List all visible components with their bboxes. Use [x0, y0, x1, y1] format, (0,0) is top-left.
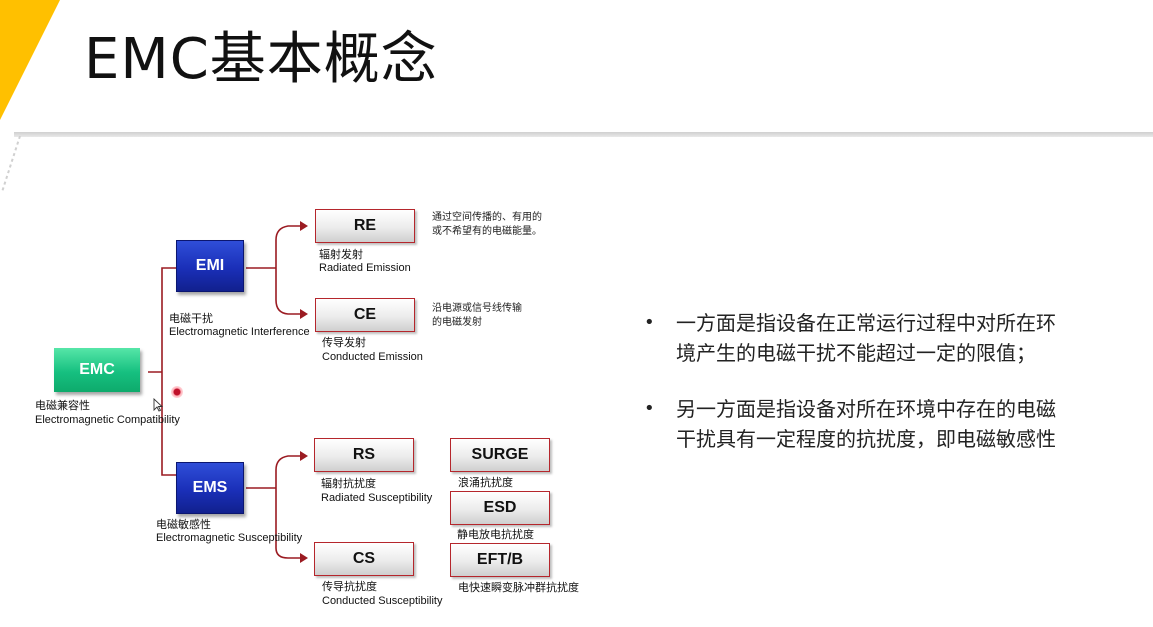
bullet-1-line-2: 境产生的电磁干扰不能超过一定的限值； — [676, 341, 1036, 365]
emc-node: EMC — [54, 348, 140, 392]
arrow-to-rs — [300, 451, 308, 461]
cursor-arrow-icon — [153, 398, 163, 412]
cs-node: CS — [314, 542, 414, 576]
ce-node: CE — [315, 298, 415, 332]
surge-label-zh: 浪涌抗扰度 — [458, 476, 513, 489]
bracket-ems — [246, 455, 300, 559]
esd-label-zh: 静电放电抗扰度 — [457, 528, 534, 541]
surge-node: SURGE — [450, 438, 550, 472]
bullet-1-line-1: 一方面是指设备在正常运行过程中对所在环 — [676, 311, 1056, 335]
cs-label-zh: 传导抗扰度 — [322, 580, 377, 593]
re-note-line-2: 或不希望有的电磁能量。 — [432, 226, 542, 237]
arrow-to-re — [300, 221, 308, 231]
ce-label-en: Conducted Emission — [322, 351, 423, 363]
bullet-2-line-1: 另一方面是指设备对所在环境中存在的电磁 — [676, 397, 1056, 421]
pointer-dot-icon — [171, 386, 183, 398]
emi-label-zh: 电磁干扰 — [169, 312, 213, 325]
re-note-line-1: 通过空间传播的、有用的 — [432, 212, 542, 223]
bullet-dot-icon: • — [644, 312, 655, 333]
bullet-dot-icon: • — [644, 398, 655, 419]
re-node: RE — [315, 209, 415, 243]
ems-node: EMS — [176, 462, 244, 514]
emc-label-zh: 电磁兼容性 — [35, 399, 90, 412]
esd-node: ESD — [450, 491, 550, 525]
rs-label-en: Radiated Susceptibility — [321, 492, 433, 504]
title-divider — [14, 132, 1153, 137]
connector-emc-emi-ems — [148, 267, 176, 476]
emi-node: EMI — [176, 240, 244, 292]
page-title: EMC基本概念 — [84, 27, 438, 92]
arrow-to-cs — [300, 553, 308, 563]
emc-label-en: Electromagnetic Compatibility — [35, 414, 180, 426]
ce-note-line-1: 沿电源或信号线传输 — [432, 303, 522, 314]
eftb-node: EFT/B — [450, 543, 550, 577]
emi-label-en: Electromagnetic Interference — [169, 326, 310, 338]
rs-label-zh: 辐射抗扰度 — [321, 477, 376, 490]
rs-node: RS — [314, 438, 414, 472]
divider-dash-decoration — [1, 135, 21, 193]
bullet-item: • 另一方面是指设备对所在环境中存在的电磁 干扰具有一定程度的抗扰度，即电磁敏感… — [644, 394, 1144, 454]
cs-label-en: Conducted Susceptibility — [322, 595, 443, 607]
accent-corner-shape — [0, 0, 60, 120]
ce-note-line-2: 的电磁发射 — [432, 317, 482, 328]
arrow-to-ce — [300, 309, 308, 319]
bullet-2-line-2: 干扰具有一定程度的抗扰度，即电磁敏感性 — [676, 427, 1056, 451]
eftb-label-zh: 电快速瞬变脉冲群抗扰度 — [458, 581, 579, 594]
bracket-emi — [246, 225, 300, 315]
re-label-zh: 辐射发射 — [319, 248, 363, 261]
ce-label-zh: 传导发射 — [322, 336, 366, 349]
ems-label-zh: 电磁敏感性 — [156, 518, 211, 531]
bullet-list: • 一方面是指设备在正常运行过程中对所在环 境产生的电磁干扰不能超过一定的限值；… — [644, 308, 1144, 480]
bullet-item: • 一方面是指设备在正常运行过程中对所在环 境产生的电磁干扰不能超过一定的限值； — [644, 308, 1144, 368]
ems-label-en: Electromagnetic Susceptibility — [156, 532, 303, 544]
re-label-en: Radiated Emission — [319, 262, 411, 274]
